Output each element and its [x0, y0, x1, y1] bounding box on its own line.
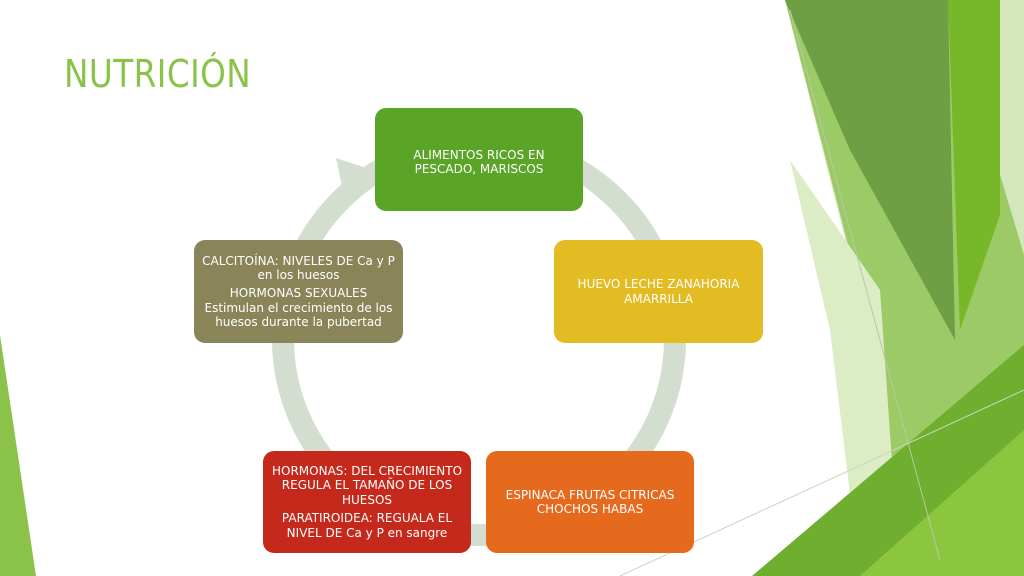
node-text: ESPINACA FRUTAS CITRICAS CHOCHOS HABAS: [505, 487, 675, 516]
cycle-arrowhead: [336, 158, 372, 196]
node-text: ALIMENTOS RICOS EN PESCADO, MARISCOS: [413, 148, 545, 177]
node-text: CALCITOÍNA: NIVELES DE Ca y P en los hue…: [202, 253, 395, 282]
cycle-node-growth-hormones: HORMONAS: DEL CRECIMIENTO REGULA EL TAMA…: [263, 451, 471, 553]
right-facet-dark: [785, 0, 955, 340]
left-edge-triangle: [0, 335, 36, 576]
cycle-node-eggs-milk: HUEVO LECHE ZANAHORIA AMARRILLA: [554, 240, 763, 343]
node-text: HUEVO LECHE ZANAHORIA AMARRILLA: [577, 277, 740, 306]
node-text: HORMONAS SEXUALES Estimulan el crecimien…: [204, 286, 393, 330]
right-facet-strip: [948, 0, 1000, 330]
cycle-node-calcitonin: CALCITOÍNA: NIVELES DE Ca y P en los hue…: [194, 240, 403, 343]
right-facet-lower-light: [790, 160, 900, 576]
node-text: HORMONAS: DEL CRECIMIENTO REGULA EL TAMA…: [271, 464, 463, 507]
node-text: PARATIROIDEA: REGUALA EL NIVEL DE Ca y P…: [281, 511, 453, 540]
cycle-node-spinach-fruits: ESPINACA FRUTAS CITRICAS CHOCHOS HABAS: [486, 451, 694, 553]
right-facet-bottom-light: [860, 430, 1024, 576]
slide-title: NUTRICIÓN: [64, 52, 252, 96]
decor-line-1: [789, 9, 941, 561]
cycle-node-seafood: ALIMENTOS RICOS EN PESCADO, MARISCOS: [375, 108, 583, 211]
